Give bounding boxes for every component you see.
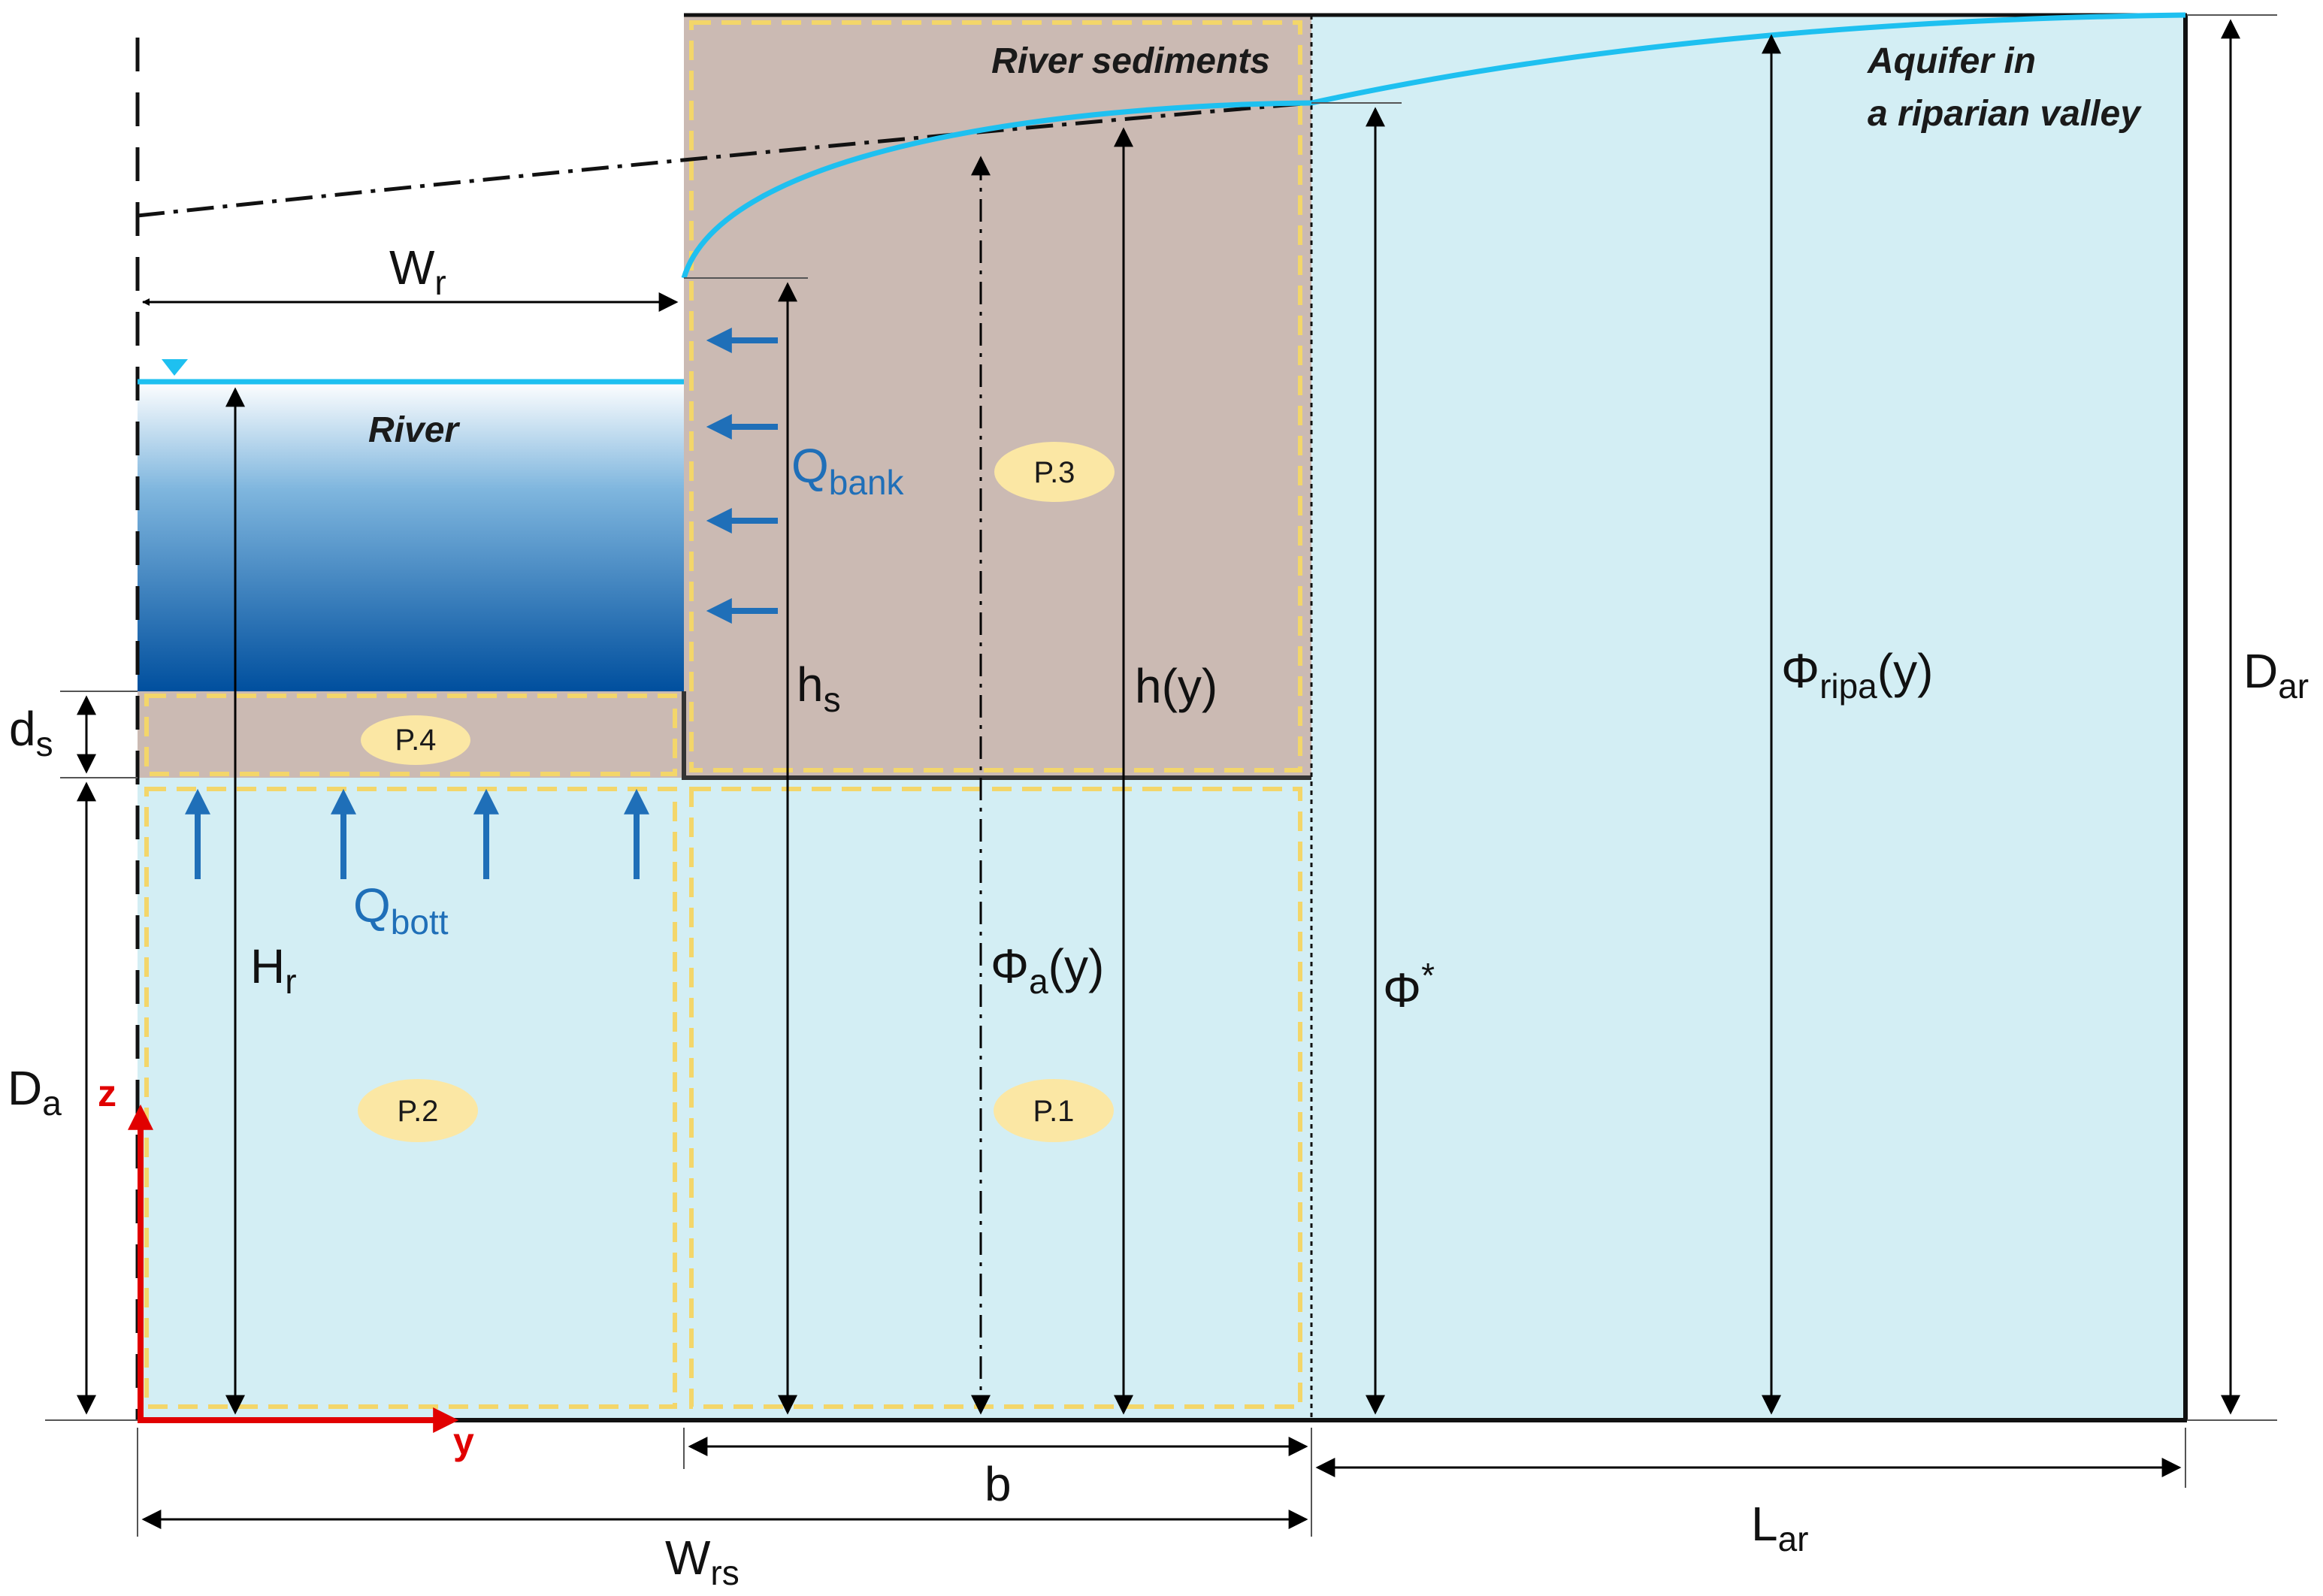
aquifer-region — [138, 778, 2185, 1420]
water-level-icon — [162, 359, 188, 376]
ds-label: ds — [9, 702, 53, 763]
phi-star-label: Φ* — [1383, 956, 1435, 1017]
dar-label: Dar — [2243, 644, 2309, 706]
da-label: Da — [8, 1061, 62, 1123]
b-label: b — [985, 1457, 1012, 1511]
bank-flux-arrows — [706, 328, 778, 624]
wr-label: Wr — [389, 240, 446, 302]
badge-p1-label: P.1 — [1033, 1095, 1075, 1128]
dimension-arrows — [77, 19, 2240, 1529]
phi-a-label: Φa(y) — [991, 939, 1104, 1001]
badge-p2-label: P.2 — [398, 1095, 439, 1128]
badge-p3 — [994, 442, 1115, 502]
water-table-aquifer — [1311, 12, 2186, 106]
partition-boxes — [144, 20, 1302, 1409]
badge-p1 — [994, 1079, 1114, 1142]
river-sediments-label: River sediments — [991, 41, 1270, 81]
aquifer-label-line1: Aquifer in — [1867, 41, 2036, 81]
aquifer-region-right — [1311, 14, 2187, 784]
phi-ripa-label: Φripa(y) — [1781, 644, 1933, 706]
wrs-label: Wrs — [665, 1531, 740, 1592]
y-axis-label: y — [453, 1420, 474, 1462]
river-label: River — [368, 410, 460, 450]
partition-p3 — [689, 20, 1302, 772]
badge-p4-label: P.4 — [395, 724, 437, 757]
badge-p3-label: P.3 — [1034, 456, 1075, 489]
hr-label: Hr — [250, 939, 297, 1001]
coordinate-axes — [128, 1104, 459, 1433]
part-badges: P.3 P.4 P.2 P.1 — [358, 442, 1115, 1142]
hs-label: hs — [797, 657, 841, 719]
hy-label: h(y) — [1135, 659, 1217, 713]
z-axis-label: z — [98, 1072, 116, 1114]
water-table-sediments — [681, 100, 1312, 279]
q-bott-label: Qbott — [353, 878, 449, 942]
badge-p2 — [358, 1079, 478, 1142]
badge-p4 — [361, 715, 470, 765]
reference-ticks — [45, 14, 2277, 1537]
dash-dot-head-line — [137, 101, 1312, 218]
lar-label: Lar — [1751, 1497, 1809, 1558]
q-bank-label: Qbank — [791, 439, 905, 502]
partition-p1 — [689, 787, 1302, 1409]
aquifer-label-line2: a riparian valley — [1868, 94, 2142, 134]
bottom-flux-arrows — [185, 788, 649, 879]
partition-p4 — [144, 694, 677, 776]
